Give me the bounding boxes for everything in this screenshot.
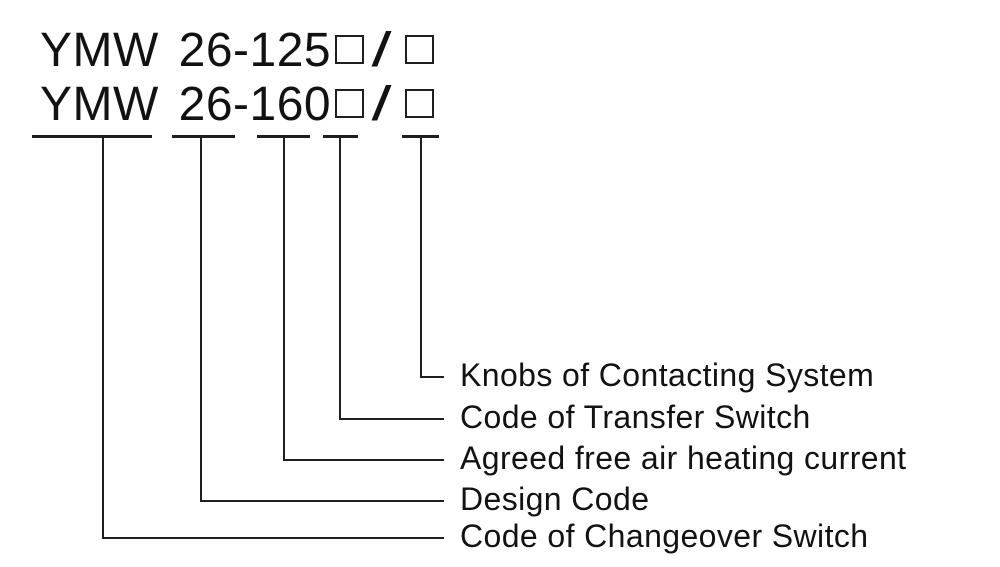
placeholder-box-icon xyxy=(404,89,434,118)
connector-line-changeover xyxy=(102,138,444,539)
model-slash: / xyxy=(371,24,393,77)
underline-segment-design-code xyxy=(172,135,235,138)
label-knobs-of-contacting-system: Knobs of Contacting System xyxy=(460,357,875,393)
model-number-line-1: YMW 26-125 / xyxy=(40,25,434,77)
placeholder-box-icon xyxy=(335,35,365,64)
placeholder-box-icon xyxy=(335,89,365,118)
connector-line-transfer xyxy=(339,138,444,420)
underline-segment-changeover xyxy=(32,135,152,138)
underline-segment-transfer xyxy=(323,135,358,138)
underline-segment-current xyxy=(257,135,310,138)
placeholder-box-icon xyxy=(404,35,434,64)
connector-line-design-code xyxy=(200,138,444,502)
model-prefix: YMW 26-160 xyxy=(40,78,332,131)
underline-segment-knobs xyxy=(402,135,439,138)
label-code-of-transfer-switch: Code of Transfer Switch xyxy=(460,399,811,435)
label-design-code: Design Code xyxy=(460,481,650,517)
model-prefix: YMW 26-125 xyxy=(40,24,332,77)
model-number-line-2: YMW 26-160 / xyxy=(40,79,434,131)
model-slash: / xyxy=(371,78,393,131)
connector-line-knobs xyxy=(420,138,444,378)
label-agreed-free-air-heating-current: Agreed free air heating current xyxy=(460,440,907,476)
connector-line-current xyxy=(283,138,444,461)
label-code-of-changeover-switch: Code of Changeover Switch xyxy=(460,518,869,554)
